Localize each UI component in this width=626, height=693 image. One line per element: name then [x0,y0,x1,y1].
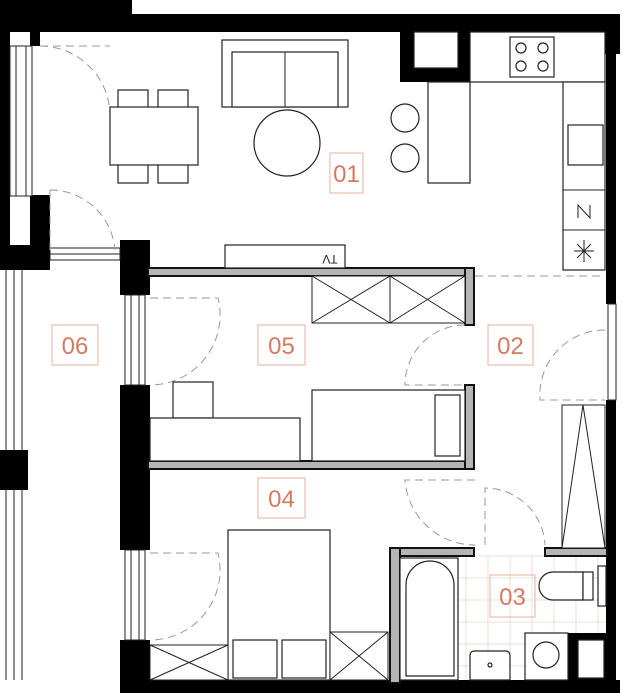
wardrobe [311,275,466,324]
stool [390,103,420,133]
dining-table [109,89,199,184]
svg-text:03: 03 [499,584,526,611]
svg-text:05: 05 [268,333,295,360]
shaft [577,639,605,679]
windows [5,45,617,680]
washing-machine [524,632,569,681]
svg-text:01: 01 [333,161,360,188]
kitchen-island [427,81,471,184]
coffee-table [253,109,321,177]
room-label-06: 06 [51,324,99,366]
inner-walls [147,267,608,684]
single-bed [311,389,466,462]
svg-text:06: 06 [62,333,89,360]
sofa [221,39,349,108]
washbasin [469,650,511,681]
room-label-05: 05 [257,324,306,366]
svg-text:02: 02 [497,333,524,360]
cabinets [149,631,389,681]
kitchen-counter [469,31,606,271]
closet-02 [561,404,606,549]
svg-text:04: 04 [268,486,295,513]
sink-icon [567,124,604,166]
double-bed [227,529,331,681]
room-label-03: 03 [489,574,536,618]
door-swings [39,45,606,641]
hob-icon [509,36,555,78]
tv-label: TV [322,252,337,266]
stool [390,143,420,173]
bathtub [399,557,459,681]
room-label-04: 04 [257,477,306,519]
room-label-02: 02 [487,324,534,366]
kitchen-niche [413,31,459,69]
tv-unit: TV [224,244,346,269]
toilet [538,565,607,607]
desk [149,381,301,462]
room-label-01: 01 [329,152,364,194]
